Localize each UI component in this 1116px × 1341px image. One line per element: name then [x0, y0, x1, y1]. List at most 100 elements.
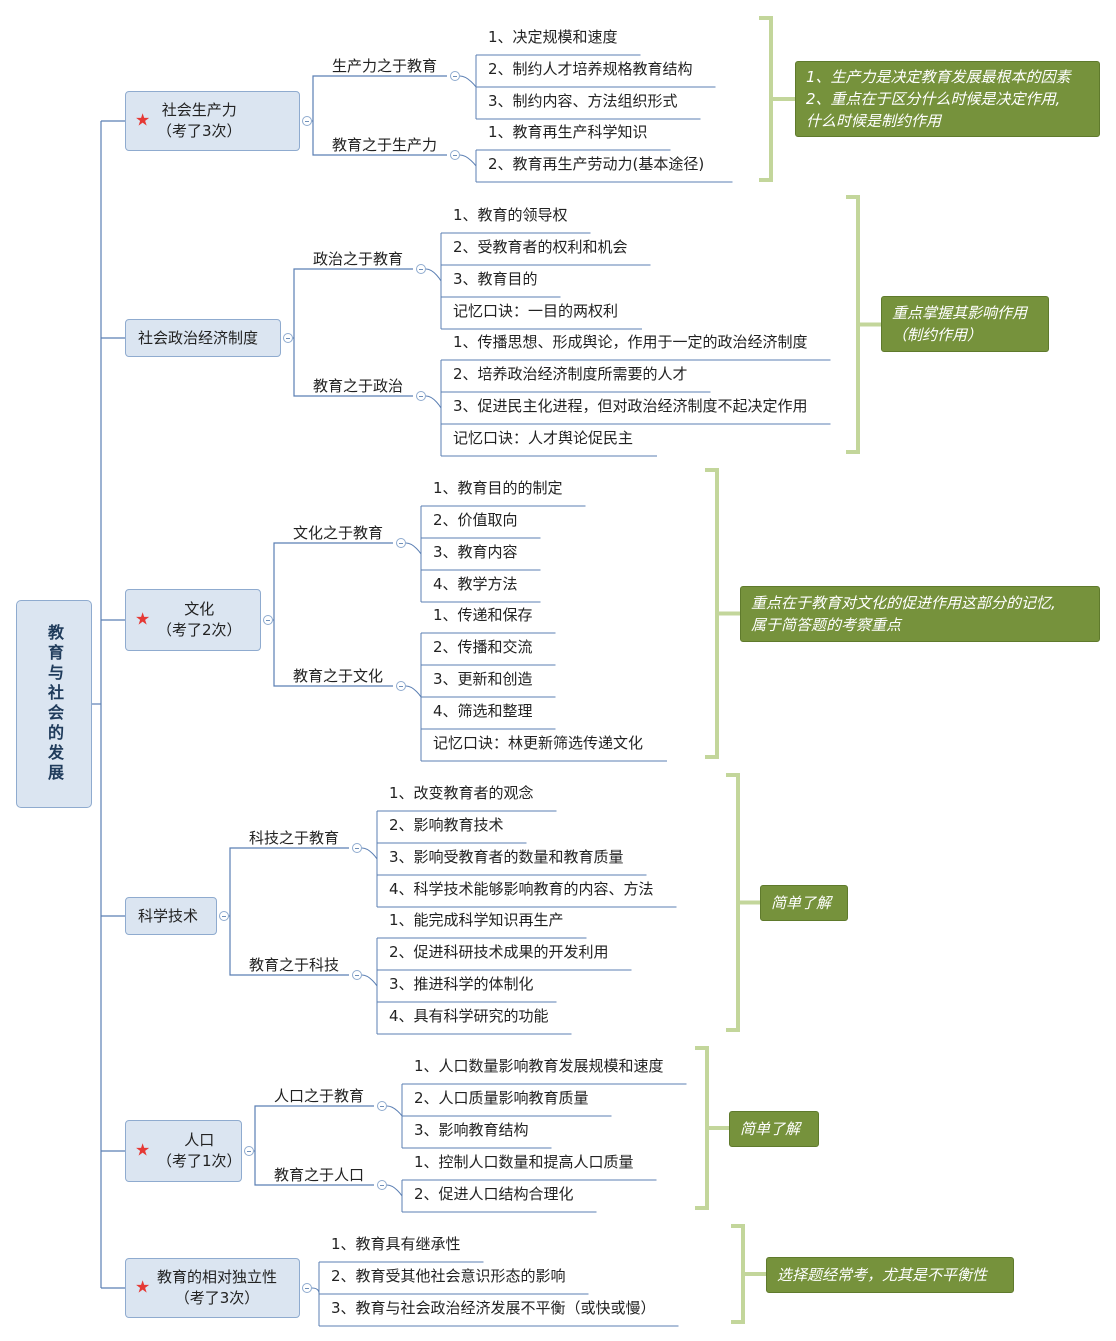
list-item[interactable]: 3、制约内容、方法组织形式	[488, 92, 678, 110]
sub-connector	[254, 1105, 258, 1186]
list-item[interactable]: 1、人口数量影响教育发展规模和速度	[414, 1057, 664, 1075]
summary-bracket	[726, 773, 760, 1032]
list-item[interactable]: 1、教育目的的制定	[433, 479, 563, 497]
items-joiner	[425, 268, 442, 282]
list-item[interactable]: 4、筛选和整理	[433, 702, 533, 720]
branch-collapse-icon[interactable]	[396, 681, 406, 691]
branch-title[interactable]: 教育之于人口	[274, 1166, 365, 1184]
topic-title: 社会政治经济制度	[138, 328, 259, 347]
topic-collapse-icon[interactable]	[263, 615, 273, 625]
list-item[interactable]: 记忆口诀：一目的两权利	[453, 302, 619, 320]
branch-collapse-icon[interactable]	[450, 71, 460, 81]
topic-collapse-icon[interactable]	[219, 911, 229, 921]
branch-collapse-icon[interactable]	[377, 1180, 387, 1190]
branch-collapse-icon[interactable]	[416, 264, 426, 274]
list-item[interactable]: 2、价值取向	[433, 511, 518, 529]
topic-node[interactable]: ★人口 （考了1次）	[125, 1120, 242, 1182]
summary-bracket	[846, 195, 881, 454]
list-item[interactable]: 2、影响教育技术	[389, 816, 504, 834]
items-joiner	[386, 1105, 403, 1117]
list-item[interactable]: 2、制约人才培养规格教育结构	[488, 60, 693, 78]
sub-connector	[312, 75, 316, 156]
list-item[interactable]: 3、更新和创造	[433, 670, 533, 688]
list-item[interactable]: 3、教育与社会政治经济发展不平衡（或快或慢）	[331, 1299, 656, 1317]
items-joiner	[405, 542, 422, 555]
summary-note[interactable]: 1、生产力是决定教育发展最根本的因素 2、重点在于区分什么时候是决定作用, 什么…	[795, 61, 1100, 137]
topic-node[interactable]: ★ 教育的相对独立性 （考了3次）	[125, 1258, 300, 1318]
branch-collapse-icon[interactable]	[352, 843, 362, 853]
list-item[interactable]: 2、教育受其他社会意识形态的影响	[331, 1267, 566, 1285]
list-item[interactable]: 3、影响受教育者的数量和教育质量	[389, 848, 624, 866]
branch-collapse-icon[interactable]	[377, 1101, 387, 1111]
summary-note[interactable]: 选择题经常考，尤其是不平衡性	[766, 1257, 1014, 1293]
topic-collapse-icon[interactable]	[302, 116, 312, 126]
topic-collapse-icon[interactable]	[244, 1146, 254, 1156]
list-item[interactable]: 2、受教育者的权利和机会	[453, 238, 628, 256]
list-item[interactable]: 1、传递和保存	[433, 606, 533, 624]
branch-collapse-icon[interactable]	[352, 970, 362, 980]
list-item[interactable]: 2、教育再生产劳动力(基本途径)	[488, 155, 705, 173]
branch-title[interactable]: 生产力之于教育	[332, 57, 438, 75]
list-item[interactable]: 1、能完成科学知识再生产	[389, 911, 564, 929]
sub-connector	[273, 542, 277, 687]
list-item[interactable]: 4、具有科学研究的功能	[389, 1007, 549, 1025]
topic-title: 文化 （考了2次）	[157, 600, 242, 639]
root-node[interactable]: 教育与社会的发展	[16, 600, 92, 808]
branch-collapse-icon[interactable]	[416, 391, 426, 401]
branch-title[interactable]: 文化之于教育	[293, 524, 384, 542]
branch-title[interactable]: 人口之于教育	[274, 1087, 365, 1105]
topic-title: 教育的相对独立性 （考了3次）	[157, 1268, 278, 1307]
summary-note[interactable]: 简单了解	[760, 885, 848, 921]
sub-connector	[293, 268, 297, 397]
list-item[interactable]: 2、促进科研技术成果的开发利用	[389, 943, 609, 961]
list-item[interactable]: 2、促进人口结构合理化	[414, 1185, 574, 1203]
summary-note[interactable]: 重点掌握其影响作用 （制约作用）	[881, 296, 1049, 352]
branch-collapse-icon[interactable]	[396, 538, 406, 548]
sub-connector	[229, 847, 233, 976]
topic-collapse-icon[interactable]	[302, 1283, 312, 1293]
list-item[interactable]: 3、推进科学的体制化	[389, 975, 534, 993]
branch-title[interactable]: 教育之于政治	[313, 377, 404, 395]
list-item[interactable]: 4、科学技术能够影响教育的内容、方法	[389, 880, 654, 898]
star-icon: ★	[135, 1277, 151, 1298]
branch-title[interactable]: 教育之于文化	[293, 667, 384, 685]
root-title: 教育与社会的发展	[45, 624, 64, 784]
list-item[interactable]: 3、教育目的	[453, 270, 538, 288]
branch-title[interactable]: 科技之于教育	[249, 829, 340, 847]
summary-note[interactable]: 简单了解	[729, 1111, 819, 1147]
list-item[interactable]: 3、教育内容	[433, 543, 518, 561]
list-item[interactable]: 2、培养政治经济制度所需要的人才	[453, 365, 688, 383]
items-joiner	[425, 395, 442, 409]
items-joiner	[311, 1287, 320, 1295]
list-item[interactable]: 1、教育具有继承性	[331, 1235, 461, 1253]
list-item[interactable]: 1、控制人口数量和提高人口质量	[414, 1153, 634, 1171]
items-joiner	[361, 847, 378, 860]
list-item[interactable]: 2、传播和交流	[433, 638, 533, 656]
list-item[interactable]: 1、教育再生产科学知识	[488, 123, 648, 141]
summary-note[interactable]: 重点在于教育对文化的促进作用这部分的记忆, 属于简答题的考察重点	[740, 586, 1100, 642]
topic-title: 社会生产力 （考了3次）	[157, 101, 242, 140]
list-item[interactable]: 4、教学方法	[433, 575, 518, 593]
topic-collapse-icon[interactable]	[283, 333, 293, 343]
branch-title[interactable]: 教育之于科技	[249, 956, 340, 974]
topic-node[interactable]: ★ 社会生产力 （考了3次）	[125, 91, 300, 151]
list-item[interactable]: 3、影响教育结构	[414, 1121, 529, 1139]
star-icon: ★	[135, 110, 151, 131]
list-item[interactable]: 1、教育的领导权	[453, 206, 568, 224]
list-item[interactable]: 1、决定规模和速度	[488, 28, 618, 46]
topic-title: 人口 （考了1次）	[157, 1131, 242, 1170]
branch-collapse-icon[interactable]	[450, 150, 460, 160]
branch-title[interactable]: 教育之于生产力	[332, 136, 438, 154]
list-item[interactable]: 2、人口质量影响教育质量	[414, 1089, 589, 1107]
topic-node[interactable]: ★文化 （考了2次）	[125, 589, 261, 651]
list-item[interactable]: 1、传播思想、形成舆论，作用于一定的政治经济制度	[453, 333, 808, 351]
list-item[interactable]: 记忆口诀：人才舆论促民主	[453, 429, 634, 447]
list-item[interactable]: 1、改变教育者的观念	[389, 784, 534, 802]
list-item[interactable]: 记忆口诀：林更新筛选传递文化	[433, 734, 644, 752]
topic-node[interactable]: 科学技术	[125, 897, 217, 935]
list-item[interactable]: 3、促进民主化进程，但对政治经济制度不起决定作用	[453, 397, 808, 415]
summary-bracket	[695, 1046, 729, 1210]
branch-title[interactable]: 政治之于教育	[313, 250, 404, 268]
topic-node[interactable]: 社会政治经济制度	[125, 319, 281, 357]
